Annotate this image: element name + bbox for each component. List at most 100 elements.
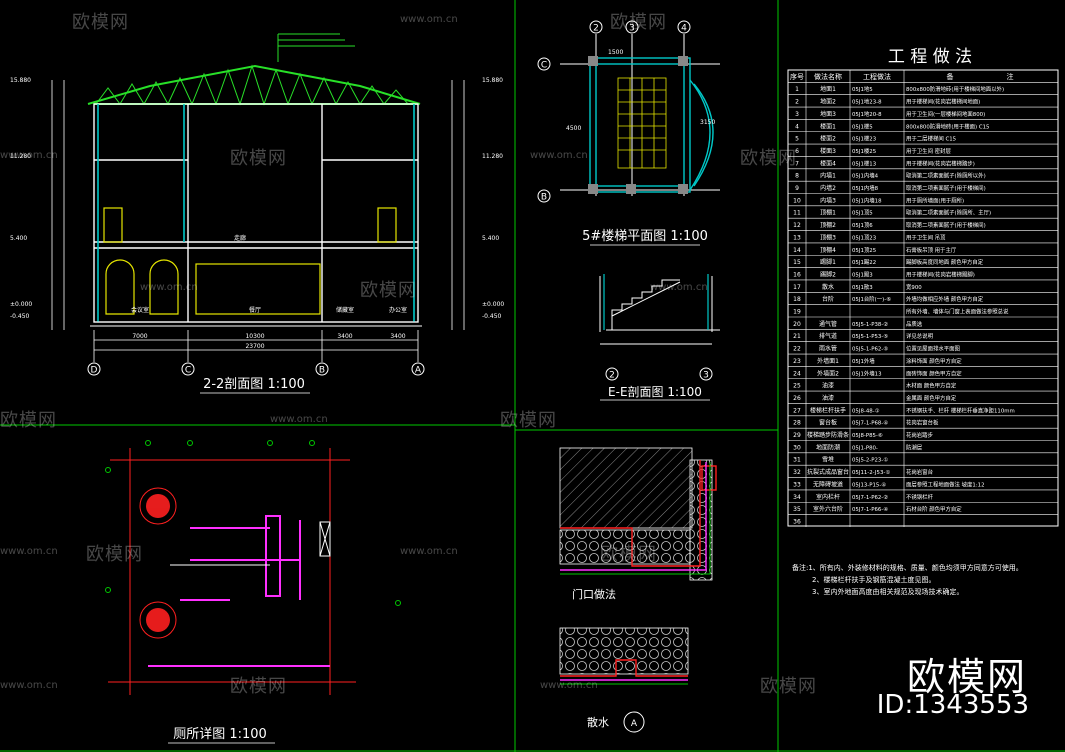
table-cell: 27 bbox=[793, 407, 801, 414]
drain-title: 散水 bbox=[587, 715, 609, 729]
table-cell: 楼面2 bbox=[820, 135, 836, 143]
spec-note-1: 备注:1、所有内、外装修材料的规格、质量、颜色均须甲方同意方可使用。 bbox=[792, 563, 1023, 572]
section-axis-d: D bbox=[91, 366, 98, 376]
table-cell: 用于卫生间 吊顶 bbox=[906, 233, 946, 241]
watermark-logo: 欧模网 bbox=[86, 544, 143, 565]
table-header: 备 bbox=[947, 72, 954, 81]
table-cell: 散水 bbox=[822, 283, 834, 291]
table-cell: 楼面3 bbox=[820, 147, 836, 155]
table-cell: 15 bbox=[793, 259, 801, 266]
level-4-right: ±0.000 bbox=[482, 301, 504, 308]
watermark-url: www.om.cn bbox=[400, 14, 458, 25]
table-cell: 9 bbox=[795, 185, 799, 192]
table-cell: 用于卫生间 密封层 bbox=[906, 147, 951, 155]
table-cell: 05J1顶6 bbox=[852, 222, 873, 229]
section-axis-b: B bbox=[319, 366, 325, 376]
table-cell: 10 bbox=[793, 197, 801, 204]
table-cell: 36 bbox=[793, 518, 801, 525]
table-cell: 楼面4 bbox=[820, 159, 836, 167]
section-dim-2: 10300 bbox=[245, 333, 264, 340]
table-cell: 取消第二项素面腻子(用于楼梯间) bbox=[906, 184, 986, 192]
table-cell: 位置见屋面排水平面图 bbox=[906, 345, 960, 353]
toilet-detail: 厕所详图 1:100 bbox=[105, 440, 401, 744]
table-cell: 05J1地20-8 bbox=[852, 110, 882, 118]
table-cell: 宽900 bbox=[906, 283, 922, 291]
table-cell: 无障碍坡道 bbox=[813, 480, 843, 488]
stair-axis-3: 3 bbox=[629, 24, 635, 34]
table-cell: 顶棚4 bbox=[820, 246, 836, 254]
table-cell: 取消第二项素面腻子(除厕所以外) bbox=[906, 172, 986, 180]
watermark-url: www.om.cn bbox=[400, 546, 458, 557]
watermark-url: www.om.cn bbox=[530, 150, 588, 161]
table-cell: 16 bbox=[793, 271, 801, 278]
table-cell: 05J1楼13 bbox=[852, 159, 876, 167]
level-3-right: 5.400 bbox=[482, 235, 499, 242]
table-cell: 窗台板 bbox=[819, 419, 837, 427]
section-2-2: D C B A 7000 10300 3400 3400 23700 15.88… bbox=[10, 33, 504, 394]
table-cell: 地面2 bbox=[820, 98, 836, 106]
table-cell: 品质选 bbox=[906, 320, 923, 328]
table-cell: 用于二层楼梯间 C15 bbox=[906, 135, 956, 143]
table-cell: 1 bbox=[795, 86, 799, 93]
table-cell: 取消第二项素面腻子(除厕所、主厅) bbox=[906, 209, 991, 217]
table-cell: 13 bbox=[793, 234, 801, 241]
watermark-logo: 欧模网 bbox=[500, 410, 557, 431]
level-2-right: 11.280 bbox=[482, 153, 503, 160]
table-cell: 17 bbox=[793, 284, 801, 291]
truss-web bbox=[95, 64, 409, 106]
table-header: 做法名称 bbox=[814, 72, 842, 81]
table-cell: 室外六台阶 bbox=[813, 505, 843, 513]
table-cell: 木材面 颜色甲方自定 bbox=[906, 382, 957, 390]
table-cell: 05J1内墙4 bbox=[852, 172, 879, 180]
table-header: 注 bbox=[1007, 72, 1014, 81]
stair-axis-2: 2 bbox=[593, 24, 599, 34]
table-cell: 地面3 bbox=[820, 110, 836, 118]
table-cell: 05J1-P80- bbox=[852, 445, 878, 451]
table-cell: 楼梯栏杆扶手 bbox=[810, 406, 846, 414]
table-cell: 05J5-2-P23-① bbox=[852, 458, 888, 464]
table-cell: 05J5-1-P38-② bbox=[852, 321, 888, 328]
room-label-5: 走廊 bbox=[234, 234, 246, 242]
table-cell: 05J7-1-P66-④ bbox=[852, 507, 888, 513]
level-1-right: 15.880 bbox=[482, 77, 503, 84]
table-cell: 用于楼梯间(花岗岩楼梯踢脚) bbox=[906, 270, 975, 278]
watermark-url: www.om.cn bbox=[540, 680, 598, 691]
brand-id: ID:1343553 bbox=[876, 690, 1029, 720]
watermark-logo: 欧模网 bbox=[740, 148, 797, 169]
table-cell: 地面1 bbox=[820, 85, 836, 93]
room-label-4: 办公室 bbox=[389, 306, 407, 314]
table-cell: 排气道 bbox=[819, 332, 837, 340]
table-cell: 石材台阶 颜色甲方自定 bbox=[906, 505, 962, 513]
table-cell: 楼面1 bbox=[820, 122, 836, 130]
table-cell: 用于卫生间(一层楼梯间地面800) bbox=[906, 110, 985, 118]
table-cell: 踢脚板高度同地面 颜色甲方自定 bbox=[906, 258, 984, 266]
table-cell: 8 bbox=[795, 173, 799, 180]
table-cell: 涂料饰面 颜色甲方自定 bbox=[906, 357, 962, 365]
toilet-title: 厕所详图 1:100 bbox=[173, 727, 267, 742]
section-dim-4: 3400 bbox=[390, 333, 405, 340]
table-cell: 面层参照工程地面做法 坡度1:12 bbox=[906, 480, 985, 488]
table-cell: 05J1外墙13 bbox=[852, 369, 882, 377]
table-cell: 22 bbox=[793, 346, 801, 353]
stair-axis-b: B bbox=[541, 193, 547, 203]
spec-title: 工 程 做 法 bbox=[888, 47, 972, 67]
table-cell: 用于楼梯间(花岗岩楼梯踏步) bbox=[906, 159, 975, 167]
watermark-logo: 欧模网 bbox=[72, 12, 129, 33]
table-cell: 详见总说明 bbox=[906, 332, 933, 340]
table-cell: 05J1地23-8 bbox=[852, 98, 882, 106]
watermark-url: www.om.cn bbox=[650, 282, 708, 293]
table-cell: 通气管 bbox=[819, 320, 837, 328]
drain-axis: A bbox=[631, 719, 638, 729]
section-axis-a: A bbox=[415, 366, 422, 376]
table-cell: 室内栏杆 bbox=[816, 493, 840, 501]
table-cell: 不锈钢栏杆 bbox=[906, 493, 934, 501]
table-cell: 2 bbox=[795, 99, 799, 106]
table-cell: 油漆 bbox=[822, 394, 834, 402]
section-axis-c: C bbox=[185, 366, 191, 376]
table-cell: 05J8-P85-⑥ bbox=[852, 433, 883, 439]
table-cell: 05J1外墙 bbox=[852, 357, 875, 365]
table-cell: 05J1散3 bbox=[852, 283, 873, 291]
section-dim-3: 3400 bbox=[337, 333, 352, 340]
